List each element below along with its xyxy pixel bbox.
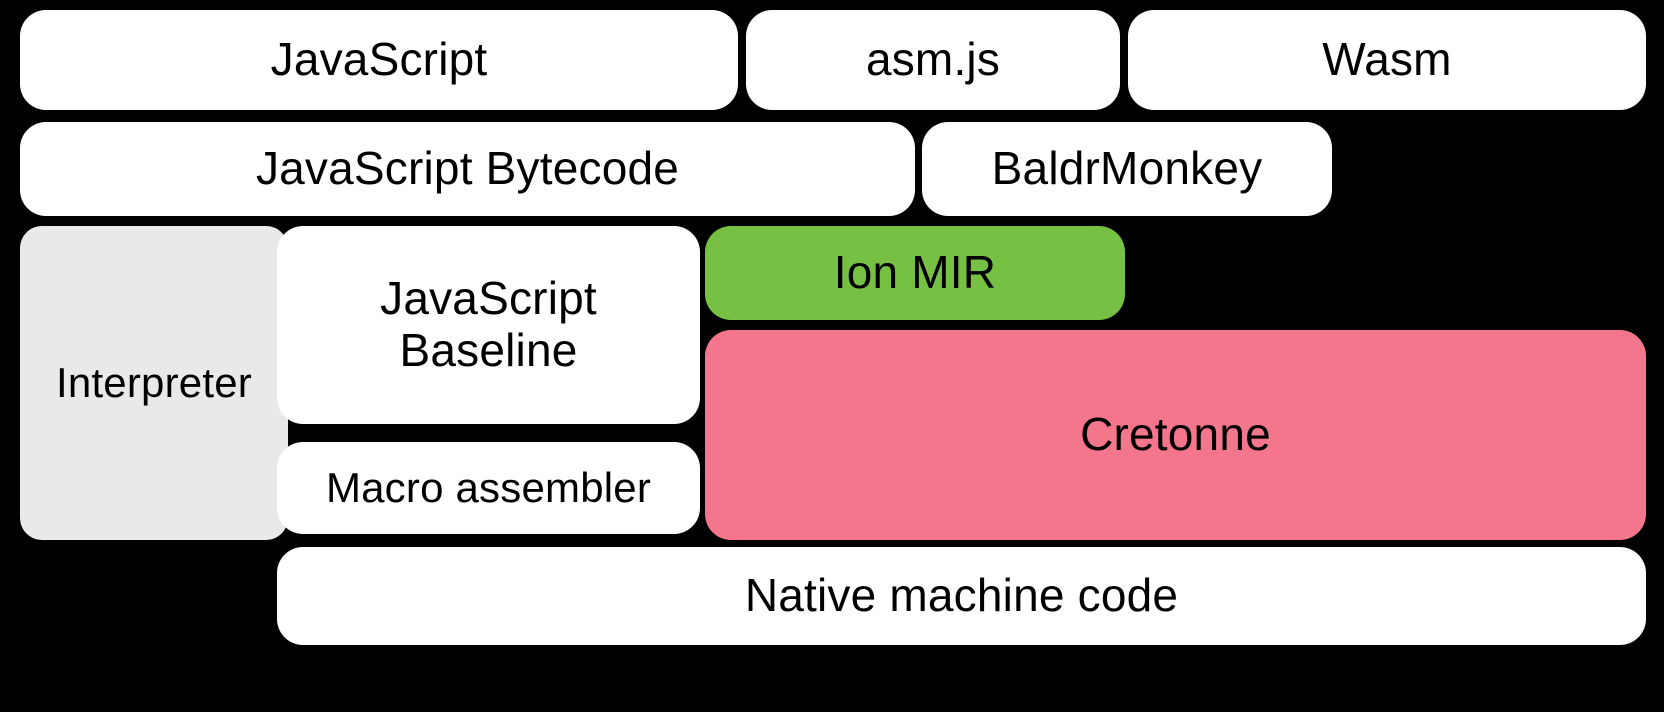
node-asm-js[interactable]: asm.js <box>746 10 1120 110</box>
node-javascript-baseline[interactable]: JavaScript Baseline <box>277 226 700 424</box>
node-interpreter[interactable]: Interpreter <box>20 226 288 540</box>
node-ion-mir[interactable]: Ion MIR <box>705 226 1125 320</box>
node-baldrmonkey[interactable]: BaldrMonkey <box>922 122 1332 216</box>
node-native-machine-code[interactable]: Native machine code <box>277 547 1646 645</box>
node-javascript-bytecode[interactable]: JavaScript Bytecode <box>20 122 915 216</box>
node-macro-assembler[interactable]: Macro assembler <box>277 442 700 534</box>
node-javascript[interactable]: JavaScript <box>20 10 738 110</box>
node-wasm[interactable]: Wasm <box>1128 10 1646 110</box>
node-cretonne[interactable]: Cretonne <box>705 330 1646 540</box>
